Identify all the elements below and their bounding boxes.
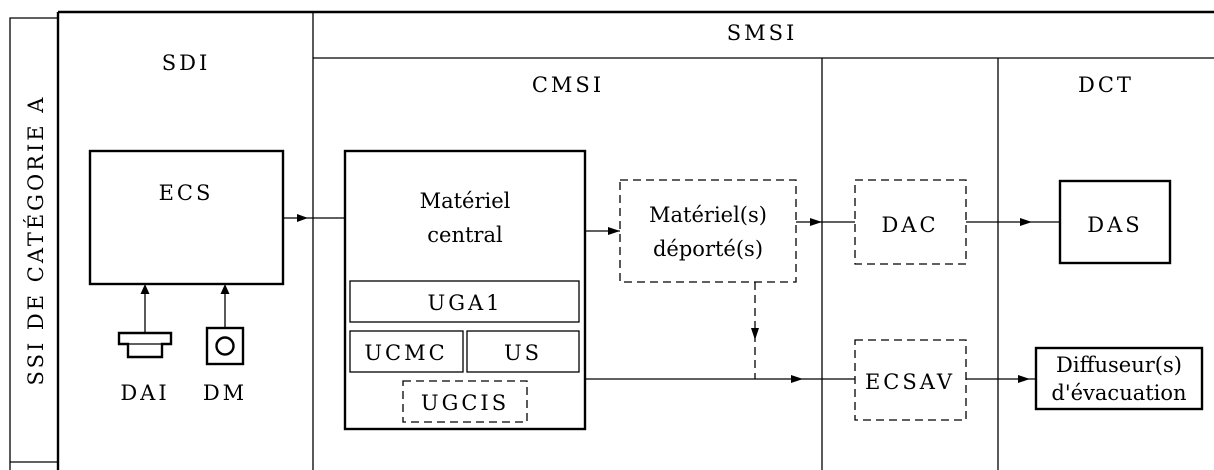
arrow-dac-to-das (966, 218, 1060, 226)
uga1-label: UGA1 (428, 291, 503, 315)
arrow-central-to-deporte (585, 227, 620, 235)
arrow-deporte-to-dac (796, 218, 855, 226)
column-header-smsi: SMSI (727, 21, 798, 45)
ugcis-box (402, 380, 528, 423)
ucmc-box (349, 330, 464, 373)
smoke-detector-icon (117, 331, 173, 359)
das-box: DAS (1058, 179, 1172, 265)
ucmc-label: UCMC (364, 341, 447, 365)
dac-label: DAC (881, 213, 938, 237)
ugcis-label: UGCIS (421, 391, 509, 415)
us-box (466, 330, 580, 373)
ecsav-box: ECSAV (854, 339, 967, 421)
materiel-central-line1: Matériel (420, 189, 511, 213)
ecs-box: ECS (88, 149, 285, 286)
us-label: US (504, 341, 542, 365)
diffuseur-line1: Diffuseur(s) (1056, 353, 1182, 377)
materiel-deporte-line2: déporté(s) (653, 237, 763, 261)
column-header-dct: DCT (1078, 73, 1134, 97)
column-header-sdi: SDI (162, 51, 211, 75)
arrow-central-to-ecsav (585, 375, 855, 383)
column-header-cmsi: CMSI (532, 73, 604, 97)
frame (56, 10, 1214, 470)
ecs-label: ECS (159, 181, 214, 205)
materiel-deporte-box: Matériel(s) déporté(s) (619, 179, 797, 283)
side-label: SSI DE CATÉGORIE A (24, 95, 48, 386)
arrow-ecs-to-central (283, 214, 345, 222)
detector-arrows (140, 284, 230, 333)
manual-call-point-icon (205, 326, 245, 366)
ecsav-label: ECSAV (865, 370, 955, 394)
materiel-central-box: Matériel central UGA1 UCMC US UGCIS (343, 149, 587, 431)
side-label-strip: SSI DE CATÉGORIE A (9, 17, 58, 470)
dm-label: DM (203, 381, 247, 405)
dac-box: DAC (854, 179, 967, 265)
arrow-deporte-down (751, 282, 759, 379)
diffuseur-box: Diffuseur(s) d'évacuation (1034, 346, 1204, 411)
arrow-ecsav-to-diffuseur (966, 375, 1036, 383)
dai-label: DAI (120, 381, 169, 405)
materiel-central-line2: central (427, 223, 503, 247)
diffuseur-line2: d'évacuation (1051, 381, 1186, 405)
das-label: DAS (1087, 213, 1142, 237)
uga1-box (349, 280, 580, 323)
materiel-deporte-line1: Matériel(s) (649, 203, 767, 227)
